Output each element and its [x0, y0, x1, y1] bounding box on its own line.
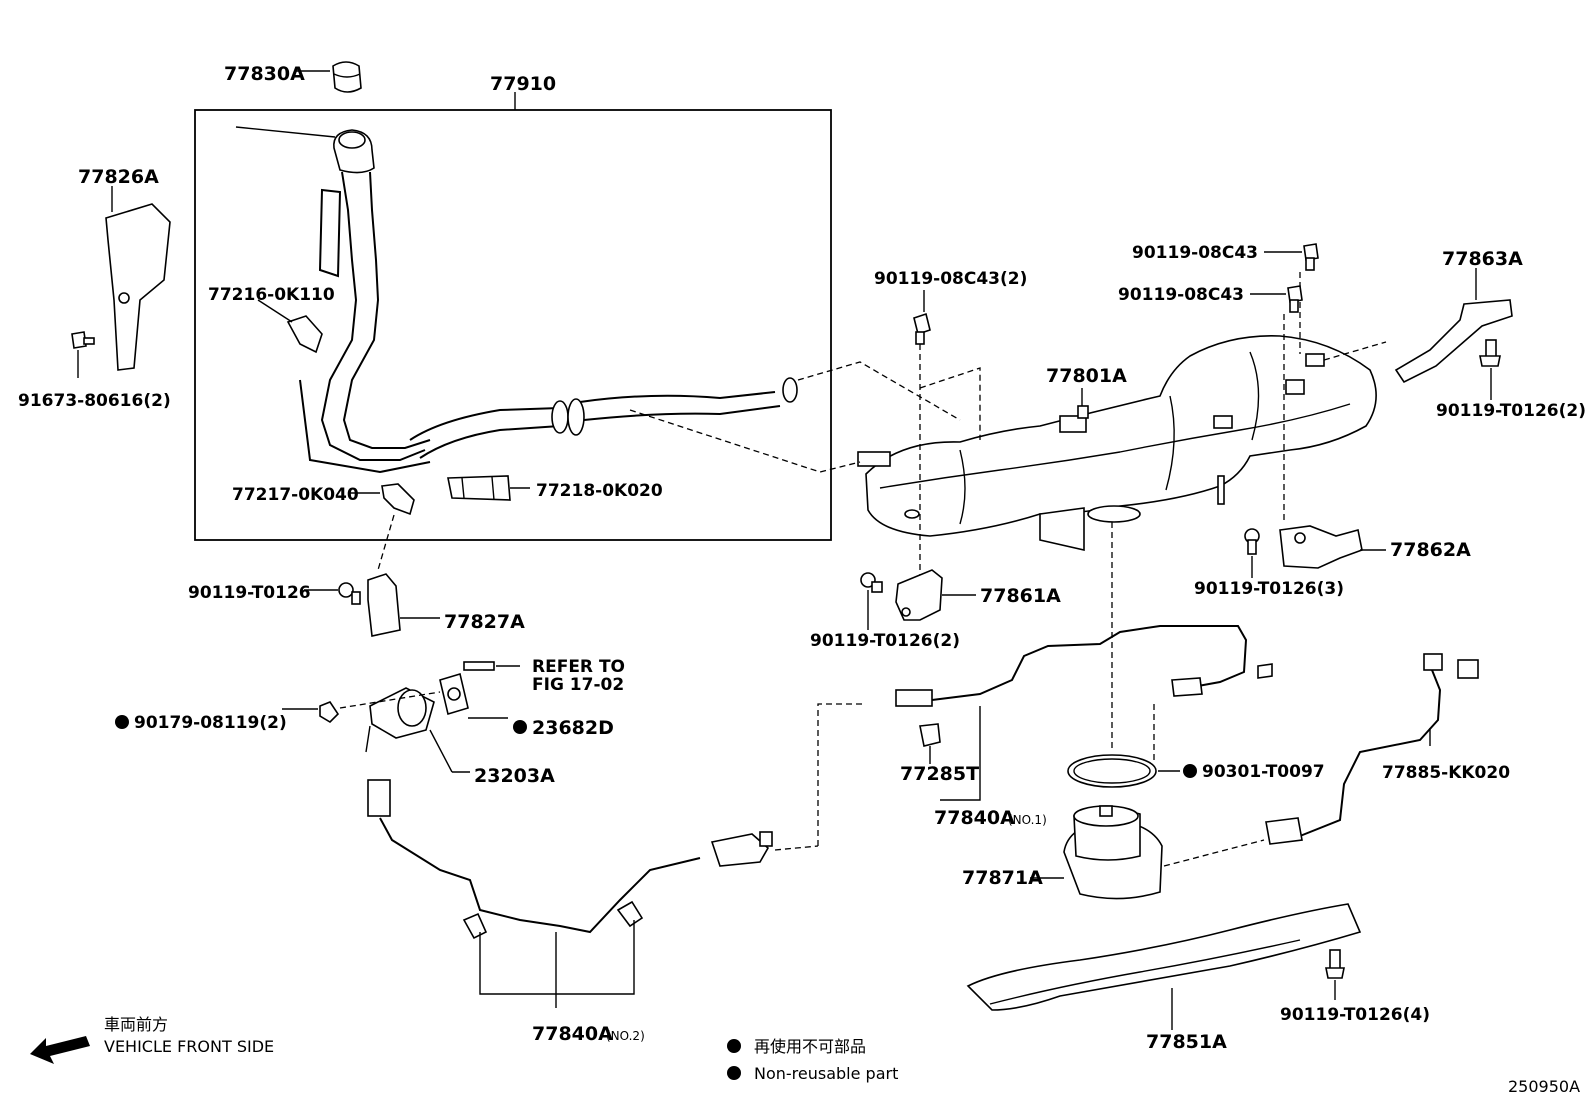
- part-90119-T0126-bolt-3[interactable]: [1244, 528, 1260, 555]
- part-77285T-clip[interactable]: [919, 723, 941, 747]
- label-90119-08C43-a: 90119-08C43: [1132, 243, 1258, 263]
- label-77840A-no1: 77840A: [934, 807, 1015, 829]
- label-77801A: 77801A: [1046, 365, 1127, 387]
- part-77827A-bracket[interactable]: [367, 573, 401, 637]
- label-77217-0K040: 77217-0K040: [232, 485, 359, 505]
- label-77862A: 77862A: [1390, 539, 1471, 561]
- part-90119-T0126-bolt-4[interactable]: [1325, 949, 1345, 979]
- label-91673-80616: 91673-80616(2): [18, 391, 171, 411]
- vehicle-front-arrow-icon: [30, 1036, 90, 1064]
- part-77861A-bracket[interactable]: [895, 569, 943, 621]
- part-90179-nut[interactable]: [319, 701, 340, 724]
- part-77910-filler-pipe[interactable]: [235, 126, 798, 474]
- label-77840A-no2: 77840A: [532, 1023, 613, 1045]
- part-77871A-fuel-pump[interactable]: [1063, 805, 1163, 900]
- part-77862A-bracket[interactable]: [1279, 525, 1363, 569]
- part-90119-T0126-bolt-center[interactable]: [860, 572, 883, 593]
- part-77801A-valve[interactable]: [1059, 405, 1089, 433]
- label-77863A: 77863A: [1442, 248, 1523, 270]
- part-90301-T0097-gasket[interactable]: [1067, 754, 1157, 788]
- label-77218-0K020: 77218-0K020: [536, 481, 663, 501]
- label-90119-08C43-2: 90119-08C43(2): [874, 269, 1027, 289]
- part-90119-08C43-bolt-b[interactable]: [1287, 285, 1303, 313]
- part-77885-KK020-wire[interactable]: [1265, 653, 1479, 845]
- label-77827A: 77827A: [444, 611, 525, 633]
- label-fig-17-02: FIG 17-02: [532, 675, 624, 695]
- label-no2: (NO.2): [606, 1029, 645, 1043]
- label-90119-T0126-2-right: 90119-T0126(2): [1436, 401, 1586, 421]
- refer-fig-stud: [463, 661, 495, 671]
- nonreusable-mark-90301: [1183, 764, 1197, 778]
- fuel-tank: [857, 335, 1377, 552]
- label-77885-KK020: 77885-KK020: [1382, 763, 1510, 783]
- label-90119-T0126-2-center: 90119-T0126(2): [810, 631, 960, 651]
- part-77840A-no1-wire[interactable]: [895, 625, 1273, 707]
- nonreusable-mark-90179: [115, 715, 129, 729]
- label-no1: (NO.1): [1008, 813, 1047, 827]
- part-90119-08C43-bolt-center[interactable]: [913, 312, 931, 345]
- label-refer-to: REFER TO: [532, 657, 625, 677]
- label-77861A: 77861A: [980, 585, 1061, 607]
- label-77851A: 77851A: [1146, 1031, 1227, 1053]
- label-77910: 77910: [490, 73, 556, 95]
- label-77285T: 77285T: [900, 763, 979, 785]
- label-77826A: 77826A: [78, 166, 159, 188]
- part-23682D-gasket[interactable]: [439, 672, 469, 716]
- part-77216-clip[interactable]: [286, 315, 323, 354]
- part-77863A-bracket[interactable]: [1394, 299, 1513, 384]
- part-90119-08C43-bolt-a[interactable]: [1303, 243, 1319, 271]
- label-90119-08C43-b: 90119-08C43: [1118, 285, 1244, 305]
- part-23203A-valve[interactable]: [365, 687, 435, 753]
- label-90119-T0126-3: 90119-T0126(3): [1194, 579, 1344, 599]
- label-nonreusable-en: Non-reusable part: [754, 1064, 898, 1083]
- nonreusable-mark-23682D: [513, 720, 527, 734]
- part-77851A-protector[interactable]: [966, 903, 1362, 1011]
- nonreusable-legend-mark-en: [727, 1066, 741, 1080]
- label-90301-T0097: 90301-T0097: [1202, 762, 1325, 782]
- part-77830A-cap[interactable]: [332, 61, 362, 93]
- label-90119-T0126: 90119-T0126: [188, 583, 311, 603]
- label-23203A: 23203A: [474, 765, 555, 787]
- label-nonreusable-jp: 再使用不可部品: [754, 1037, 866, 1056]
- label-90179-08119: 90179-08119(2): [134, 713, 287, 733]
- part-77840A-no2-wire[interactable]: [367, 779, 773, 940]
- part-77826A-bracket[interactable]: [105, 203, 171, 371]
- part-90119-T0126-bolt-right[interactable]: [1479, 339, 1501, 367]
- label-90119-T0126-4: 90119-T0126(4): [1280, 1005, 1430, 1025]
- label-77216-0K110: 77216-0K110: [208, 285, 335, 305]
- label-direction-jp: 車両前方: [104, 1015, 168, 1034]
- nonreusable-legend-mark-jp: [727, 1039, 741, 1053]
- label-77871A: 77871A: [962, 867, 1043, 889]
- figure-id: 250950A: [1508, 1077, 1580, 1096]
- part-90119-T0126-bolt-left[interactable]: [338, 582, 361, 605]
- label-23682D: 23682D: [532, 717, 614, 739]
- label-77830A: 77830A: [224, 63, 305, 85]
- part-77217-clip[interactable]: [381, 483, 415, 516]
- part-77218-clip[interactable]: [447, 475, 511, 501]
- label-direction-en: VEHICLE FRONT SIDE: [104, 1037, 274, 1056]
- part-91673-bolt[interactable]: [71, 331, 95, 349]
- filler-pipe-assembly-box: [194, 109, 832, 541]
